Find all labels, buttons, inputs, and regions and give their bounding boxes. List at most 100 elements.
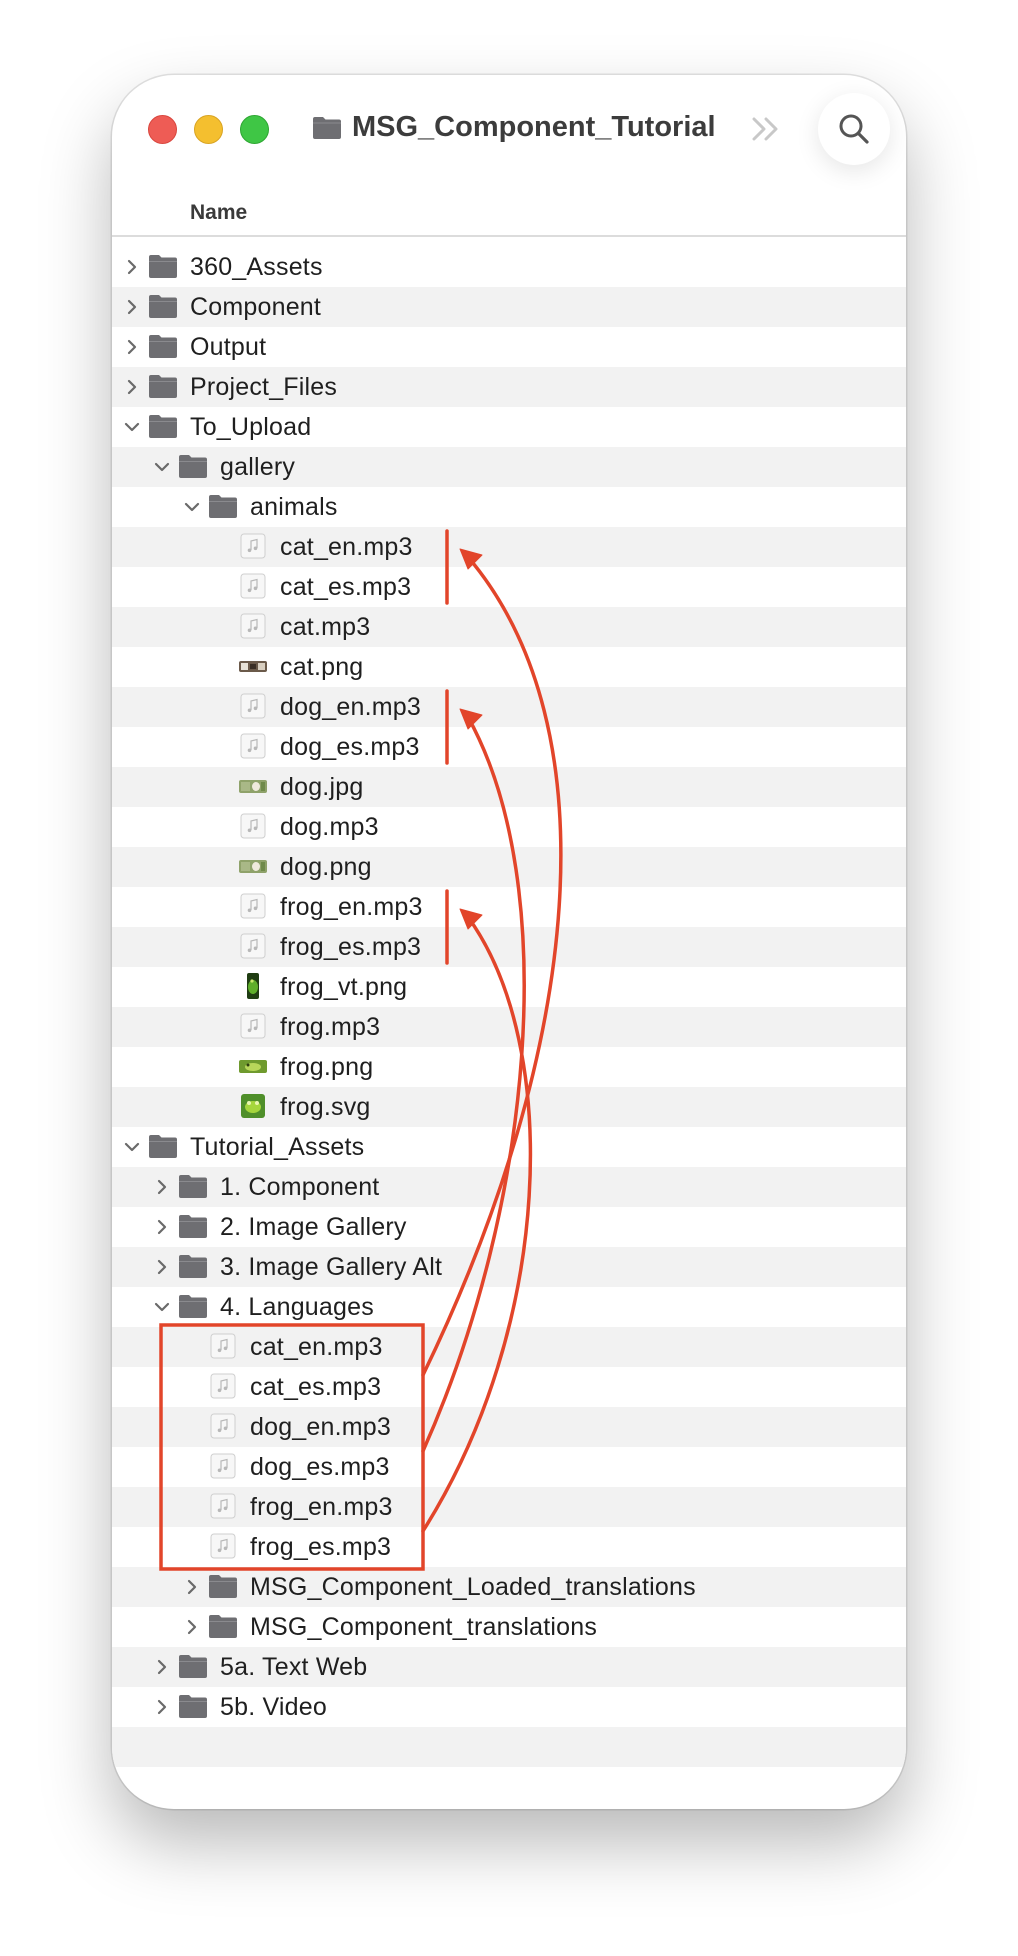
row-label: frog_es.mp3 <box>280 933 422 961</box>
file-row[interactable]: cat_es.mp3 <box>112 1367 906 1407</box>
folder-row[interactable]: Component <box>112 287 906 327</box>
file-row[interactable]: cat.png <box>112 647 906 687</box>
chevron-right-icon[interactable] <box>154 1699 168 1715</box>
chevron-right-icon[interactable] <box>124 259 138 275</box>
file-row[interactable]: frog_en.mp3 <box>112 1487 906 1527</box>
folder-row[interactable]: Tutorial_Assets <box>112 1127 906 1167</box>
file-row[interactable]: dog_es.mp3 <box>112 1447 906 1487</box>
row-label: dog.mp3 <box>280 813 379 841</box>
folder-row[interactable]: 5a. Text Web <box>112 1647 906 1687</box>
audio-file-icon <box>238 573 268 599</box>
chevron-right-icon[interactable] <box>184 1579 198 1595</box>
folder-row[interactable]: 4. Languages <box>112 1287 906 1327</box>
row-label: 360_Assets <box>190 253 323 281</box>
audio-file-icon <box>238 613 268 639</box>
folder-icon <box>148 253 178 279</box>
image-file-icon <box>238 1093 268 1119</box>
minimize-button[interactable] <box>194 115 223 144</box>
column-header-name[interactable]: Name <box>112 197 906 237</box>
folder-row[interactable]: To_Upload <box>112 407 906 447</box>
row-label: cat_en.mp3 <box>250 1333 383 1361</box>
audio-file-icon <box>238 533 268 559</box>
row-label: cat.png <box>280 653 364 681</box>
audio-file-icon <box>238 693 268 719</box>
folder-icon <box>178 1653 208 1679</box>
row-label: frog.mp3 <box>280 1013 381 1041</box>
folder-row[interactable]: 5b. Video <box>112 1687 906 1727</box>
row-label: cat_es.mp3 <box>280 573 412 601</box>
file-row[interactable]: dog.mp3 <box>112 807 906 847</box>
folder-icon <box>148 1133 178 1159</box>
row-label: MSG_Component_Loaded_translations <box>250 1573 696 1601</box>
file-row[interactable]: frog_es.mp3 <box>112 1527 906 1567</box>
file-row[interactable]: frog_vt.png <box>112 967 906 1007</box>
file-row[interactable]: dog.png <box>112 847 906 887</box>
row-label: frog.png <box>280 1053 374 1081</box>
chevron-down-icon[interactable] <box>124 419 140 435</box>
chevron-double-right-icon[interactable] <box>750 115 784 143</box>
row-label: frog.svg <box>280 1093 371 1121</box>
file-row[interactable]: dog.jpg <box>112 767 906 807</box>
row-label: 1. Component <box>220 1173 380 1201</box>
folder-row[interactable]: MSG_Component_Loaded_translations <box>112 1567 906 1607</box>
row-label: Output <box>190 333 267 361</box>
file-row[interactable]: cat_en.mp3 <box>112 527 906 567</box>
annotation-arrow <box>421 555 563 1377</box>
file-row[interactable]: dog_en.mp3 <box>112 687 906 727</box>
folder-row[interactable]: Output <box>112 327 906 367</box>
file-row[interactable]: cat.mp3 <box>112 607 906 647</box>
zoom-button[interactable] <box>240 115 269 144</box>
folder-row[interactable]: Project_Files <box>112 367 906 407</box>
row-label: 5a. Text Web <box>220 1653 368 1681</box>
folder-icon <box>148 413 178 439</box>
chevron-right-icon[interactable] <box>184 1619 198 1635</box>
audio-file-icon <box>238 933 268 959</box>
arrowhead <box>459 908 483 930</box>
chevron-right-icon[interactable] <box>154 1259 168 1275</box>
folder-row[interactable]: 1. Component <box>112 1167 906 1207</box>
chevron-right-icon[interactable] <box>124 339 138 355</box>
chevron-right-icon[interactable] <box>154 1659 168 1675</box>
image-file-icon <box>238 1053 268 1079</box>
row-label: 5b. Video <box>220 1693 327 1721</box>
file-row[interactable]: frog_es.mp3 <box>112 927 906 967</box>
folder-row[interactable]: gallery <box>112 447 906 487</box>
row-label: cat_es.mp3 <box>250 1373 382 1401</box>
folder-row[interactable]: 360_Assets <box>112 247 906 287</box>
chevron-right-icon[interactable] <box>154 1179 168 1195</box>
image-file-icon <box>238 653 268 679</box>
folder-row[interactable]: MSG_Component_translations <box>112 1607 906 1647</box>
file-row[interactable]: cat_es.mp3 <box>112 567 906 607</box>
chevron-down-icon[interactable] <box>184 499 200 515</box>
close-button[interactable] <box>148 115 177 144</box>
arrowhead <box>459 548 483 570</box>
chevron-right-icon[interactable] <box>154 1219 168 1235</box>
file-row[interactable]: frog.mp3 <box>112 1007 906 1047</box>
chevron-down-icon[interactable] <box>154 459 170 475</box>
file-row[interactable]: dog_en.mp3 <box>112 1407 906 1447</box>
folder-row[interactable]: animals <box>112 487 906 527</box>
file-row[interactable]: frog.png <box>112 1047 906 1087</box>
row-label: animals <box>250 493 338 521</box>
chevron-right-icon[interactable] <box>124 299 138 315</box>
audio-file-icon <box>208 1453 238 1479</box>
empty-row <box>112 1727 906 1767</box>
folder-icon <box>178 1693 208 1719</box>
image-file-icon <box>238 853 268 879</box>
audio-file-icon <box>238 813 268 839</box>
row-label: frog_en.mp3 <box>250 1493 393 1521</box>
audio-file-icon <box>208 1333 238 1359</box>
chevron-right-icon[interactable] <box>124 379 138 395</box>
search-button[interactable] <box>818 93 890 165</box>
row-label: dog.png <box>280 853 372 881</box>
chevron-down-icon[interactable] <box>154 1299 170 1315</box>
folder-row[interactable]: 3. Image Gallery Alt <box>112 1247 906 1287</box>
file-row[interactable]: frog_en.mp3 <box>112 887 906 927</box>
folder-row[interactable]: 2. Image Gallery <box>112 1207 906 1247</box>
chevron-down-icon[interactable] <box>124 1139 140 1155</box>
folder-icon <box>178 1173 208 1199</box>
file-row[interactable]: dog_es.mp3 <box>112 727 906 767</box>
file-row[interactable]: frog.svg <box>112 1087 906 1127</box>
